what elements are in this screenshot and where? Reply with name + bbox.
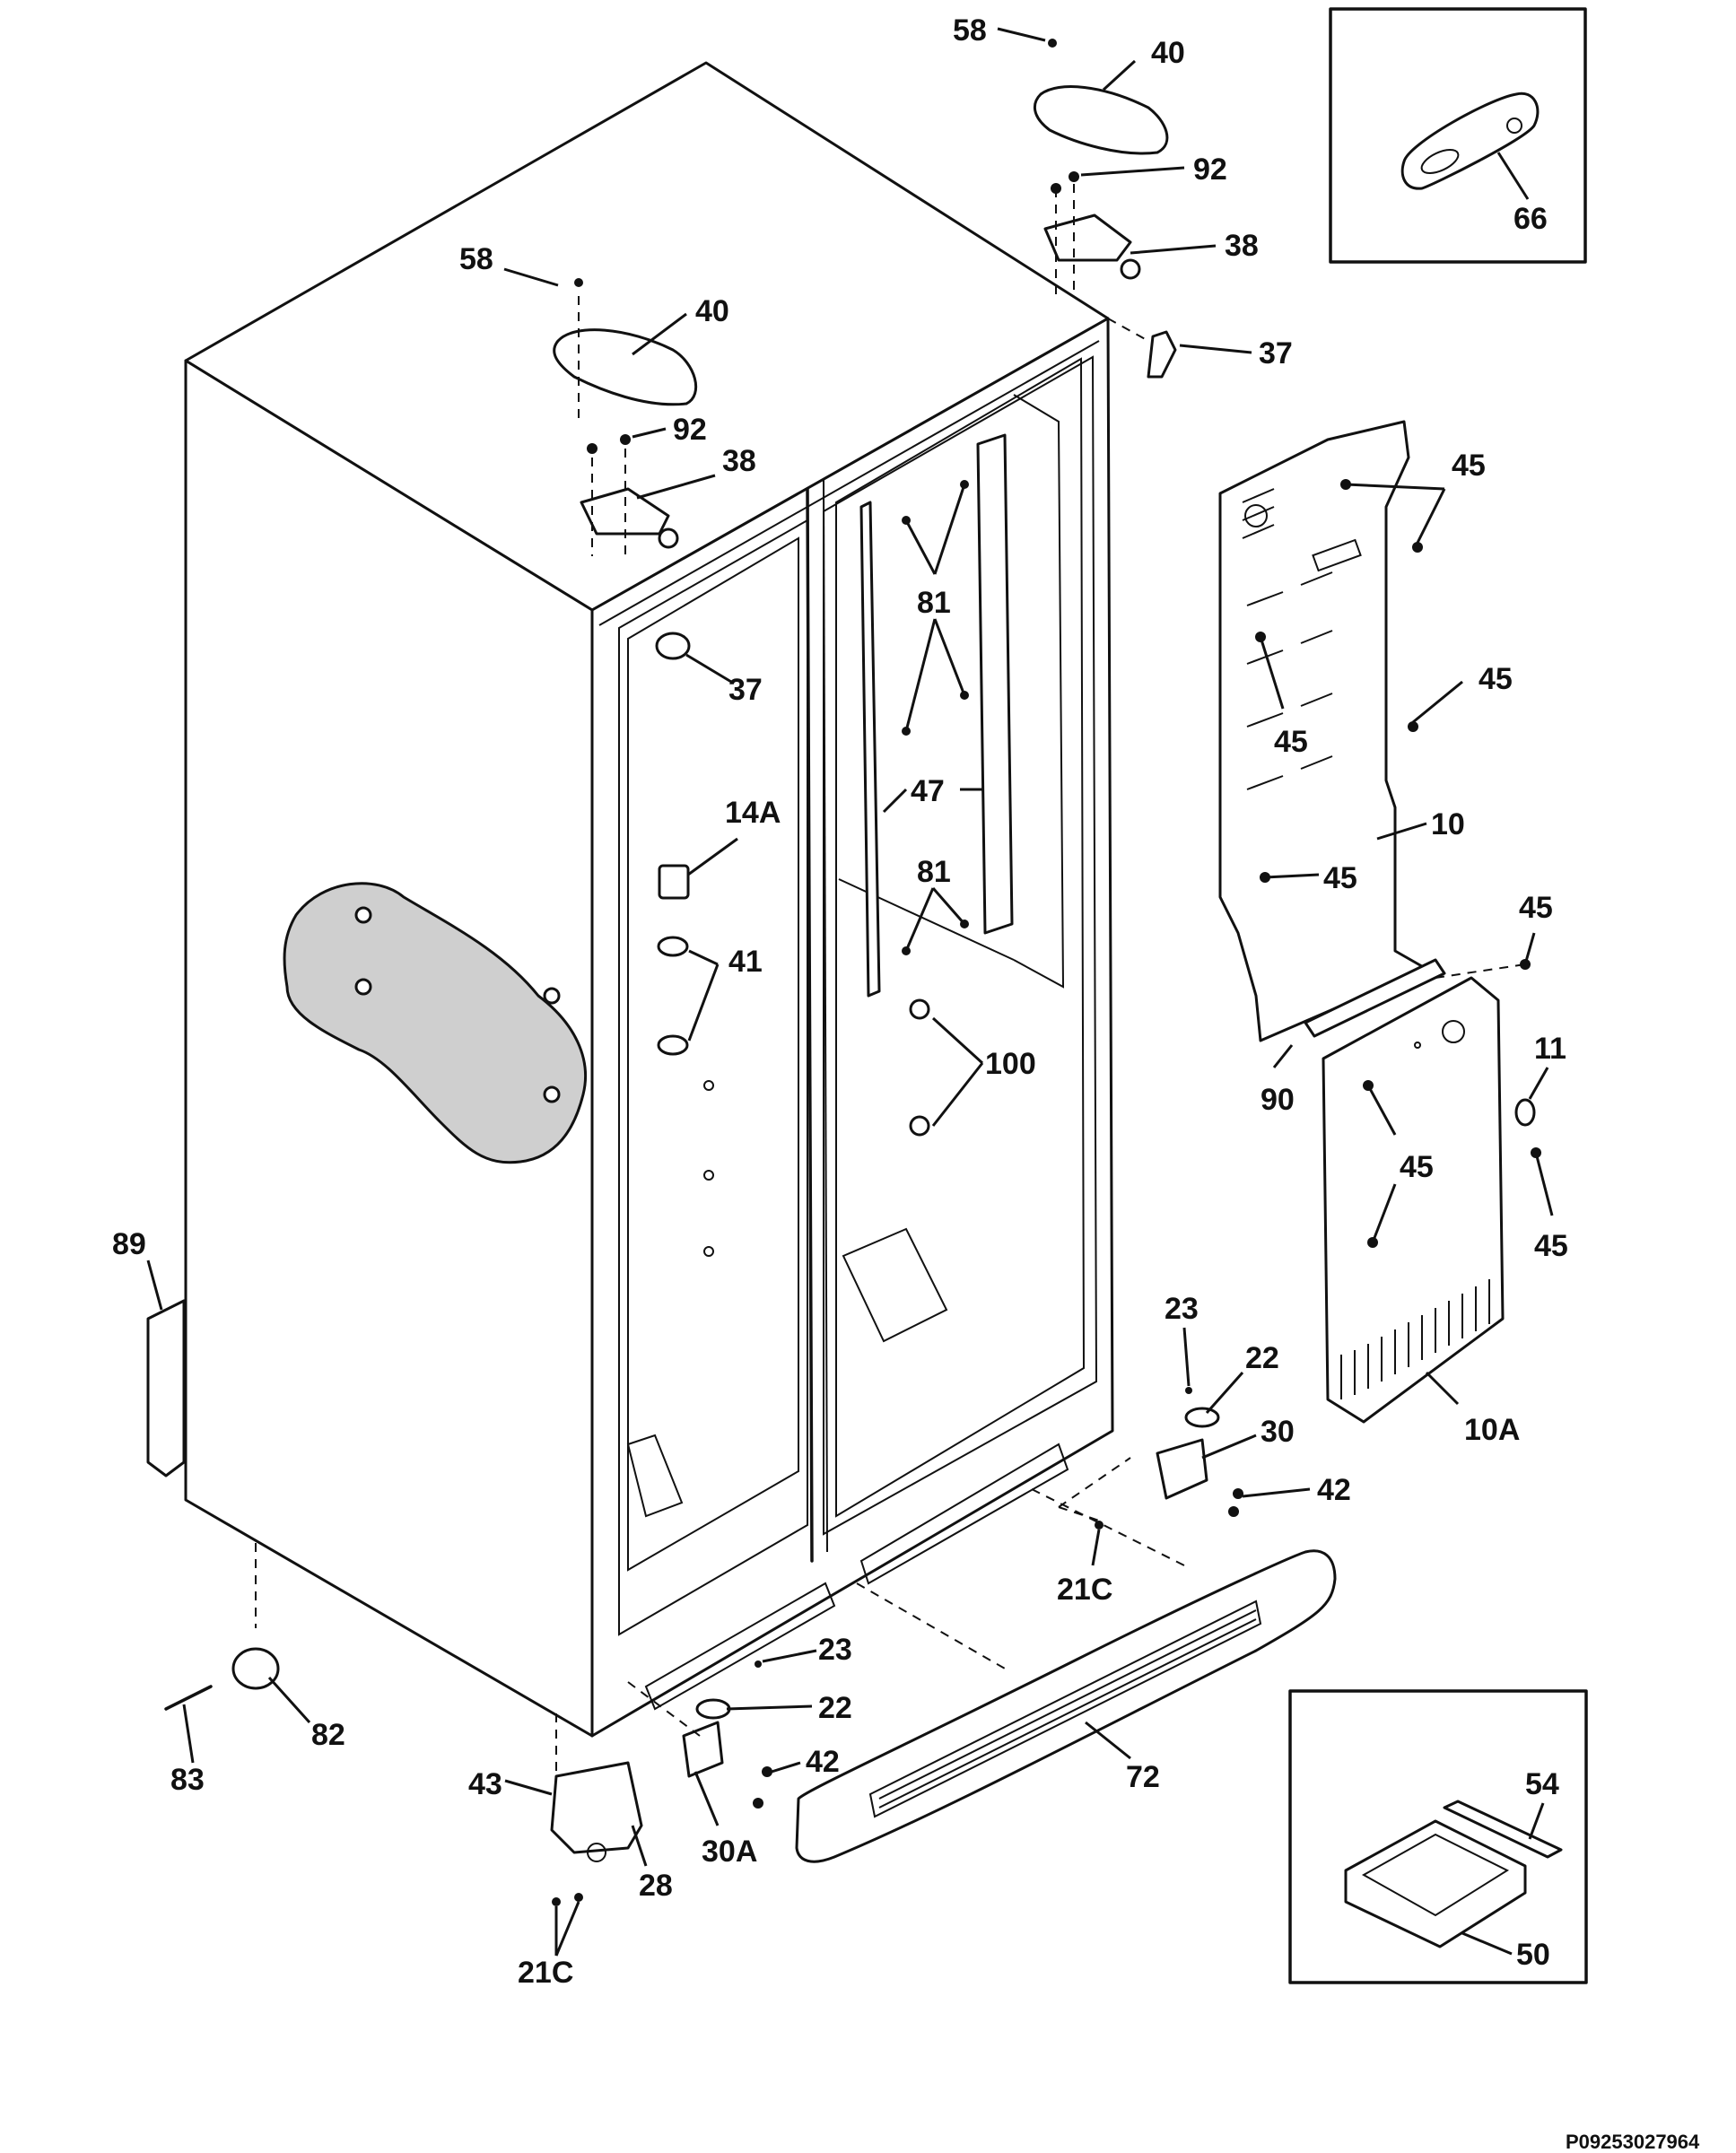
lower-left-hinge-group (627, 1649, 817, 1826)
c-58-top: 58 (953, 13, 987, 48)
roller-43-28 (504, 1713, 648, 1957)
side-panel-shaded (283, 882, 588, 1164)
c-37-left: 37 (728, 673, 763, 707)
c-38-left: 38 (722, 444, 756, 478)
c-54: 54 (1525, 1767, 1559, 1801)
c-41: 41 (728, 945, 763, 979)
c-81-upper: 81 (917, 586, 951, 620)
reference-code: P09253027964 (1566, 2131, 1700, 2153)
c-40-top: 40 (1151, 36, 1185, 70)
c-58-left: 58 (459, 242, 493, 276)
c-83: 83 (170, 1763, 205, 1797)
c-45-f: 45 (1400, 1150, 1434, 1184)
c-10A: 10A (1464, 1413, 1520, 1447)
c-28: 28 (639, 1869, 673, 1903)
c-72: 72 (1126, 1760, 1160, 1794)
c-47: 47 (911, 774, 945, 808)
c-11: 11 (1534, 1032, 1566, 1066)
c-23-left: 23 (818, 1633, 852, 1667)
c-89: 89 (112, 1227, 146, 1261)
c-45-d: 45 (1323, 861, 1357, 895)
shelf-rails (859, 433, 1014, 998)
pins-41 (657, 936, 720, 1257)
c-50: 50 (1516, 1938, 1550, 1972)
c-43: 43 (468, 1767, 502, 1801)
c-10: 10 (1431, 807, 1465, 841)
bracket-89 (146, 1260, 186, 1477)
c-66: 66 (1514, 202, 1548, 236)
c-22-right: 22 (1245, 1341, 1279, 1375)
c-45-b: 45 (1479, 662, 1513, 696)
c-100: 100 (985, 1047, 1036, 1081)
lower-right-hinge-group (1058, 1327, 1311, 1566)
lower-panel-10A (1272, 932, 1554, 1424)
vent-slots (1340, 1279, 1490, 1399)
door-stop-left (655, 632, 732, 684)
top-right-hinge-group (997, 27, 1252, 379)
c-23-right: 23 (1165, 1292, 1199, 1326)
top-left-hinge-group (503, 267, 716, 556)
c-37-top: 37 (1259, 336, 1293, 370)
callout-labels: 58 40 92 38 37 66 58 40 92 38 37 81 47 8… (112, 13, 1700, 2153)
c-45-g: 45 (1534, 1229, 1568, 1263)
rear-panel-10 (1218, 420, 1463, 1042)
switch-14A (658, 837, 738, 900)
c-30: 30 (1261, 1415, 1295, 1449)
inset-box-66 (1329, 7, 1587, 264)
c-45-a: 45 (1452, 449, 1486, 483)
c-42-right: 42 (1317, 1473, 1351, 1507)
leveler-82-83 (164, 1543, 311, 1764)
c-90: 90 (1261, 1083, 1295, 1117)
kick-plate-72 (795, 1488, 1337, 1863)
c-38-top: 38 (1225, 229, 1259, 263)
c-45-c: 45 (1274, 725, 1308, 759)
c-81-lower: 81 (917, 855, 951, 889)
c-92-top: 92 (1193, 153, 1227, 187)
c-42-left: 42 (806, 1745, 840, 1779)
c-22-left: 22 (818, 1691, 852, 1725)
c-82: 82 (311, 1718, 345, 1752)
c-92-left: 92 (673, 413, 707, 447)
c-40-left: 40 (695, 294, 729, 328)
fasteners-100 (909, 998, 984, 1137)
c-21C-left: 21C (518, 1956, 573, 1990)
c-30A: 30A (702, 1835, 757, 1869)
c-14A: 14A (725, 796, 781, 830)
c-45-e: 45 (1519, 891, 1553, 925)
c-21C-right: 21C (1057, 1573, 1112, 1607)
inset-box-54-50 (1288, 1689, 1588, 1984)
